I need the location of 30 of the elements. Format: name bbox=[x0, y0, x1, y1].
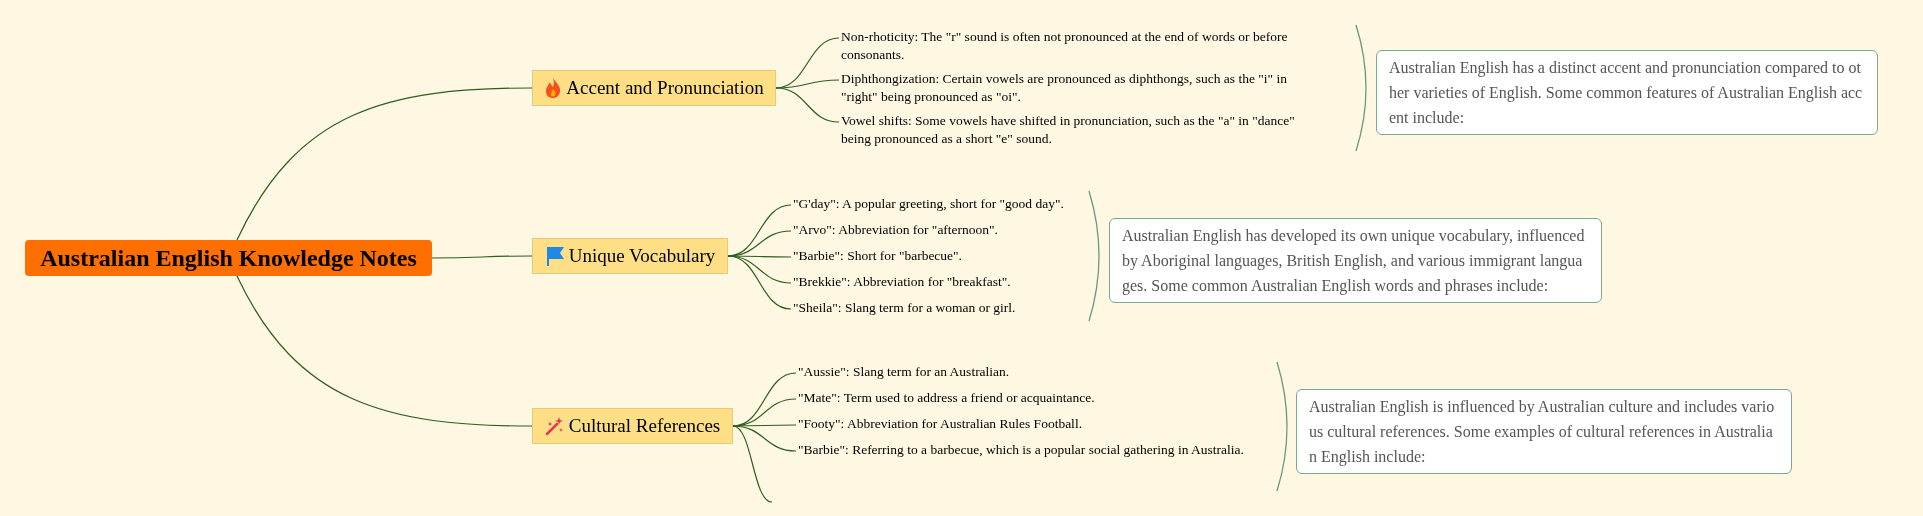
summary-box: Australian English is influenced by Australian culture and includes various cultural references. Some examples of cultural references in Australian English include: bbox=[1296, 389, 1792, 474]
connector bbox=[732, 425, 773, 503]
topic-label: Unique Vocabulary bbox=[568, 243, 716, 268]
topic-box bbox=[532, 408, 733, 444]
connector bbox=[775, 87, 840, 123]
root-topic: Australian English Knowledge Notes bbox=[25, 240, 432, 276]
leaf-text: "Mate": Term used to address a friend or acquaintance. bbox=[798, 389, 1095, 407]
leaf-text: "Brekkie": Abbreviation for "breakfast". bbox=[793, 273, 1011, 291]
leaf-text: Diphthongization: Certain vowels are pronounced as diphthongs, such as the "i" in "right" being pronounced as "oi". bbox=[841, 70, 1321, 106]
topic-label: Accent and Pronunciation bbox=[566, 75, 764, 100]
leaf-text: "Aussie": Slang term for an Australian. bbox=[798, 363, 1010, 381]
leaf-text: "Arvo": Abbreviation for "afternoon". bbox=[793, 221, 998, 239]
summary-box: Australian English has a distinct accent and pronunciation compared to other varieties of English. Some common features of Australian English accent include: bbox=[1376, 50, 1878, 135]
summary-box: Australian English has developed its own unique vocabulary, influenced by Aboriginal languages, British English, and various immigrant languages. Some common Australian English words and phrases include: bbox=[1109, 218, 1602, 303]
connector bbox=[236, 275, 533, 427]
leaf-text: "G'day": A popular greeting, short for "good day". bbox=[793, 195, 1064, 213]
connector bbox=[775, 79, 840, 89]
leaf-text: Vowel shifts: Some vowels have shifted in pronunciation, such as the "a" in "dance" being pronounced as a short "e" sound. bbox=[841, 112, 1321, 148]
topic-box bbox=[532, 238, 728, 274]
leaf-text: Non-rhoticity: The "r" sound is often not pronounced at the end of words or before consonants. bbox=[841, 28, 1321, 64]
leaf-text: "Sheila": Slang term for a woman or girl. bbox=[793, 299, 1016, 317]
leaf-text: "Barbie": Short for "barbecue". bbox=[793, 247, 962, 265]
topic-label: Cultural References bbox=[568, 413, 721, 438]
connector bbox=[236, 87, 533, 241]
leaf-text: "Footy": Abbreviation for Australian Rules Football. bbox=[798, 415, 1082, 433]
connector bbox=[431, 255, 533, 259]
topic-box bbox=[532, 70, 776, 106]
connector bbox=[727, 255, 792, 310]
leaf-text: "Barbie": Referring to a barbecue, which is a popular social gathering in Australia. bbox=[798, 441, 1244, 459]
connector bbox=[727, 255, 792, 284]
